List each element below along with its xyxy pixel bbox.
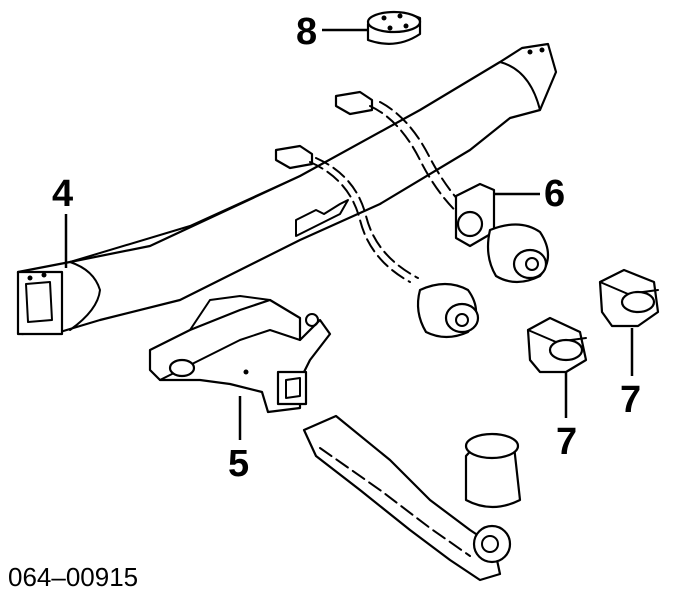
callout-7-left: 7 xyxy=(556,421,577,463)
callout-5: 5 xyxy=(228,443,249,485)
diagram-part-code: 064–00915 xyxy=(8,562,138,592)
tow-ball-neck-part xyxy=(302,414,522,582)
callout-8: 8 xyxy=(296,11,317,53)
wiring-harness-part xyxy=(274,90,550,339)
callout-4: 4 xyxy=(52,173,73,215)
callout-6: 6 xyxy=(544,173,565,215)
buffer-part-b xyxy=(598,268,660,328)
hitch-bracket-part xyxy=(148,295,332,414)
crossmember-part xyxy=(16,42,558,336)
buffer-part-a xyxy=(526,316,588,374)
callout-7-right: 7 xyxy=(620,379,641,421)
grommet-part xyxy=(366,10,422,45)
